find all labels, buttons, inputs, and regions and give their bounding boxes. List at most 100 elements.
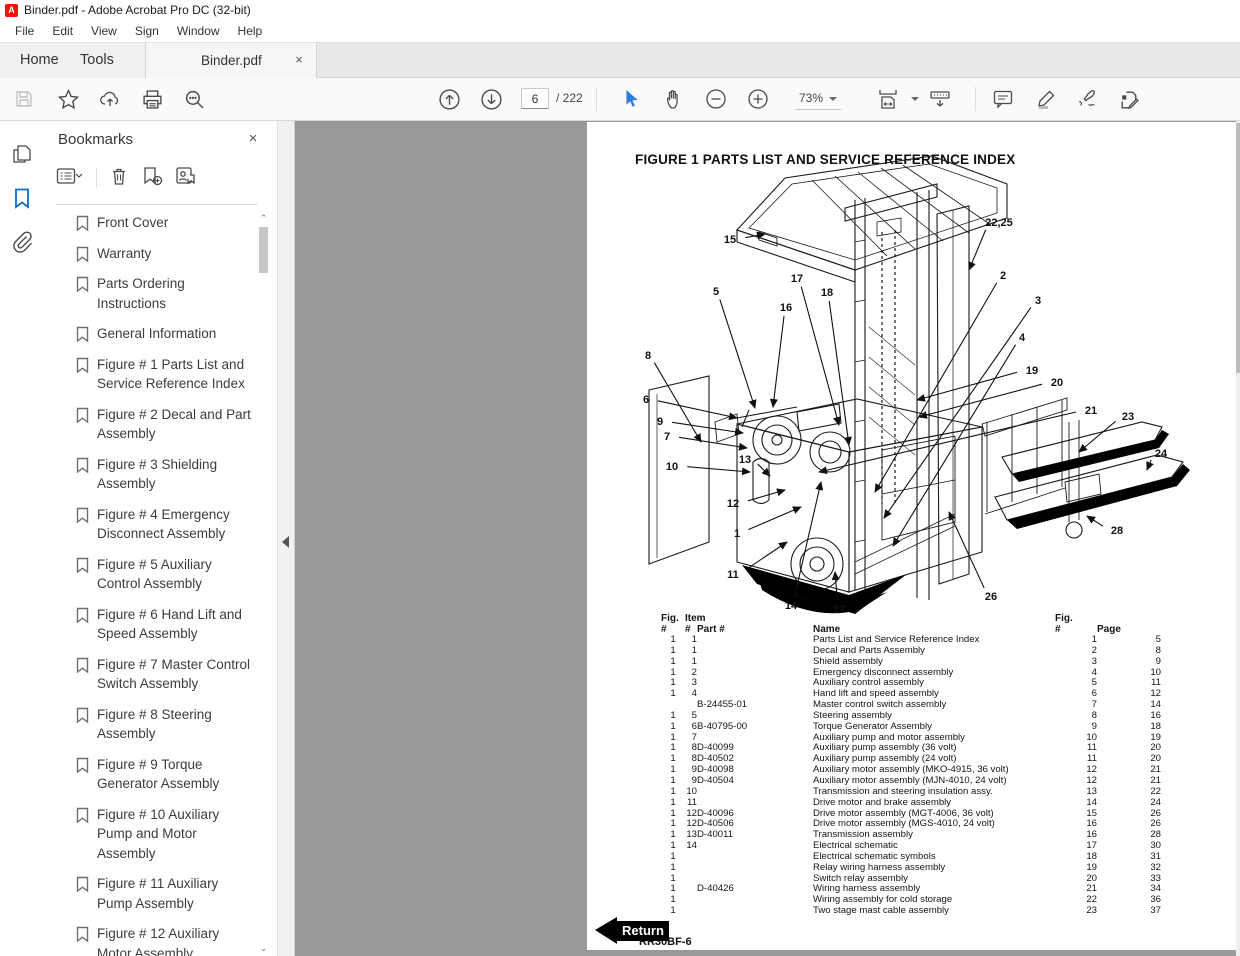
bookmark-item[interactable]: Figure # 12 Auxiliary Motor Assembly — [75, 924, 258, 956]
menu-edit[interactable]: Edit — [43, 22, 82, 40]
column-header: Fig. — [661, 613, 685, 624]
callout-label: 18 — [821, 287, 833, 299]
tab-home[interactable]: Home — [6, 43, 73, 78]
table-cell: 1 — [661, 819, 685, 830]
bookmark-icon — [75, 507, 90, 524]
bookmarks-toolbar — [56, 165, 197, 191]
table-cell — [697, 906, 813, 917]
table-cell: Emergency disconnect assembly — [813, 668, 1055, 679]
callout-label: 21 — [1085, 405, 1097, 417]
bookmark-item[interactable]: Figure # 9 Torque Generator Assembly — [75, 755, 258, 794]
table-cell: Hand lift and speed assembly — [813, 689, 1055, 700]
bookmark-item[interactable]: Figure # 3 Shielding Assembly — [75, 455, 258, 494]
scroll-up-icon[interactable]: ⌃ — [258, 213, 269, 224]
callout-leader-line — [720, 300, 755, 408]
tab-document[interactable]: Binder.pdf × — [145, 43, 317, 78]
page-number-input[interactable]: 6 — [521, 88, 549, 109]
menu-view[interactable]: View — [82, 22, 126, 40]
bookmark-item[interactable]: Front Cover — [75, 213, 258, 233]
search-icon[interactable] — [182, 87, 206, 111]
document-scrollbar-thumb[interactable] — [1236, 123, 1240, 373]
main-toolbar: 6 / 222 73% — [0, 78, 1240, 121]
menu-bar: FileEditViewSignWindowHelp — [0, 20, 1240, 42]
table-cell — [697, 678, 813, 689]
table-cell: 14 — [1097, 700, 1161, 711]
bookmark-item[interactable]: General Information — [75, 324, 258, 344]
tab-tools[interactable]: Tools — [66, 43, 128, 78]
bookmark-options-icon[interactable] — [56, 166, 84, 191]
fill-sign-icon[interactable] — [1075, 87, 1099, 111]
collapse-panel-icon[interactable] — [282, 536, 289, 548]
table-cell: 22 — [1055, 895, 1097, 906]
menu-window[interactable]: Window — [168, 22, 229, 40]
hide-toolbar-icon[interactable] — [928, 87, 952, 111]
close-tab-icon[interactable]: × — [292, 53, 306, 67]
comment-icon[interactable] — [991, 87, 1015, 111]
menu-help[interactable]: Help — [229, 22, 272, 40]
bookmark-item[interactable]: Figure # 8 Steering Assembly — [75, 705, 258, 744]
document-pane[interactable]: FIGURE 1 PARTS LIST AND SERVICE REFERENC… — [295, 121, 1236, 956]
bookmark-item[interactable]: Figure # 11 Auxiliary Pump Assembly — [75, 874, 258, 913]
attachments-icon[interactable] — [11, 231, 33, 253]
table-row: 16B-40795-00Torque Generator Assembly918 — [633, 722, 1161, 733]
bookmark-item[interactable]: Figure # 6 Hand Lift and Speed Assembly — [75, 605, 258, 644]
bookmark-item[interactable]: Figure # 1 Parts List and Service Refere… — [75, 355, 258, 394]
select-tool-icon[interactable] — [620, 87, 644, 111]
callout-label: 5 — [713, 286, 719, 298]
table-cell — [685, 906, 697, 917]
bookmark-item[interactable]: Parts Ordering Instructions — [75, 274, 258, 313]
bookmark-item[interactable]: Figure # 7 Master Control Switch Assembl… — [75, 655, 258, 694]
table-cell — [697, 657, 813, 668]
bookmark-item[interactable]: Figure # 4 Emergency Disconnect Assembly — [75, 505, 258, 544]
bookmark-item[interactable]: Figure # 2 Decal and Part Assembly — [75, 405, 258, 444]
zoom-in-icon[interactable] — [746, 87, 770, 111]
page-thumbnails-icon[interactable] — [11, 143, 33, 165]
callout-leader-line — [884, 307, 1031, 518]
bookmarks-panel-icon[interactable] — [11, 187, 33, 209]
add-bookmark-icon[interactable] — [141, 166, 163, 191]
bookmark-item[interactable]: Figure # 10 Auxiliary Pump and Motor Ass… — [75, 805, 258, 864]
find-current-bookmark-icon[interactable] — [175, 166, 197, 191]
more-tools-icon[interactable] — [1117, 87, 1141, 111]
next-page-icon[interactable] — [479, 87, 503, 111]
bookmark-item[interactable]: Figure # 5 Auxiliary Control Assembly — [75, 555, 258, 594]
share-cloud-icon[interactable] — [98, 87, 122, 111]
zoom-level-dropdown[interactable]: 73% — [795, 88, 841, 110]
scroll-down-icon[interactable]: ⌄ — [258, 943, 269, 954]
delete-bookmark-icon[interactable] — [109, 166, 129, 191]
page-count-label: / 222 — [556, 88, 583, 109]
print-icon[interactable] — [140, 87, 164, 111]
table-cell: 21 — [1055, 884, 1097, 895]
callout-leader-line — [748, 507, 801, 530]
previous-page-icon[interactable] — [437, 87, 461, 111]
star-icon[interactable] — [56, 87, 80, 111]
table-cell: 11 — [1055, 754, 1097, 765]
table-row: 1Wiring assembly for cold storage2236 — [633, 895, 1161, 906]
bookmarks-scrollbar[interactable]: ⌃ ⌄ — [258, 213, 269, 954]
table-cell: 1 — [661, 841, 685, 852]
chevron-down-icon[interactable] — [911, 97, 919, 101]
panel-resize-edge[interactable] — [277, 121, 295, 956]
zoom-out-icon[interactable] — [704, 87, 728, 111]
return-button[interactable]: Return — [595, 917, 673, 944]
callout-leader-line — [773, 316, 784, 407]
callout-label: 9 — [657, 416, 663, 428]
menu-sign[interactable]: Sign — [126, 22, 168, 40]
menu-file[interactable]: File — [6, 22, 43, 40]
highlight-icon[interactable] — [1034, 87, 1058, 111]
left-rail — [0, 121, 44, 956]
scrollbar-thumb[interactable] — [259, 227, 268, 273]
header-row: ##Part #Name#Page — [633, 624, 1161, 635]
table-cell: Switch relay assembly — [813, 874, 1055, 885]
callout-label: 28 — [1111, 525, 1123, 537]
document-scrollbar[interactable] — [1236, 121, 1240, 956]
hand-tool-icon[interactable] — [662, 87, 686, 111]
save-icon[interactable] — [12, 87, 36, 111]
table-cell: 12 — [1055, 776, 1097, 787]
callout-label: 10 — [666, 461, 678, 473]
table-cell: 4 — [1055, 668, 1097, 679]
close-panel-icon[interactable]: × — [245, 131, 261, 147]
page-fit-icon[interactable] — [876, 87, 900, 111]
table-cell: 13 — [685, 830, 697, 841]
bookmark-item[interactable]: Warranty — [75, 244, 258, 264]
